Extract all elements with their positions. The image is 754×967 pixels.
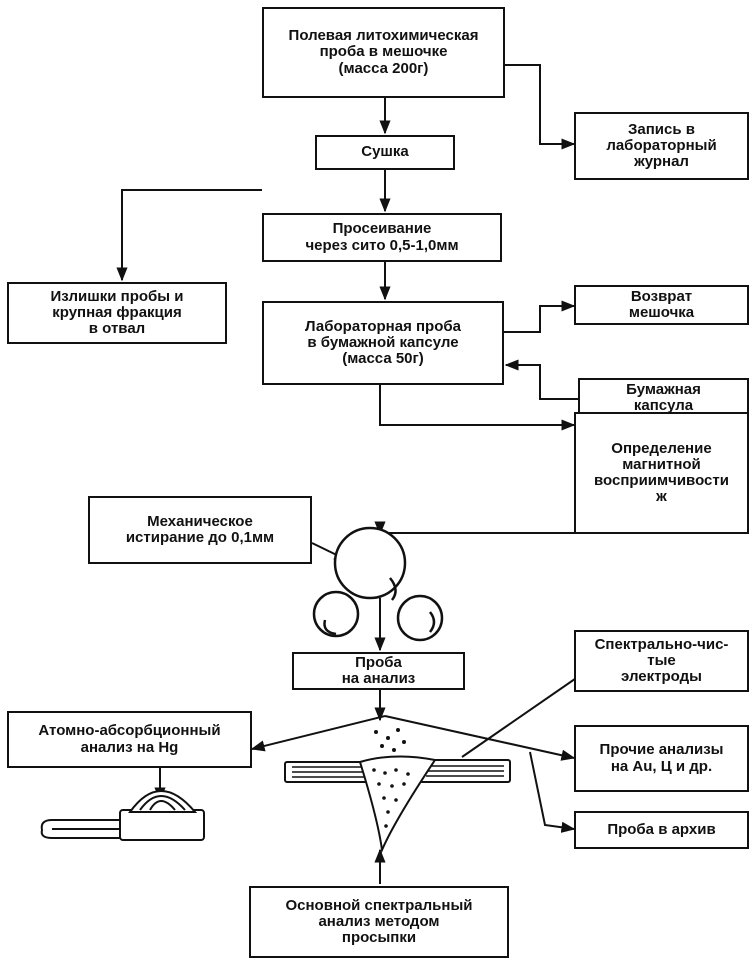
analysis-sample-box: Проба на анализ xyxy=(292,652,465,690)
other-analyses-box: Прочие анализы на Au, Ц и др. xyxy=(574,725,749,792)
grinding-box: Механическое истирание до 0,1мм xyxy=(88,496,312,564)
lab-journal-box: Запись в лабораторный журнал xyxy=(574,112,749,180)
drying-box: Сушка xyxy=(315,135,455,170)
spectral-analysis-box: Основной спектральный анализ методом про… xyxy=(249,886,509,958)
field-sample-box: Полевая литохимическая проба в мешочке (… xyxy=(262,7,505,98)
grinder-rolls xyxy=(312,526,444,642)
sieving-box: Просеивание через сито 0,5-1,0мм xyxy=(262,213,502,262)
archive-box: Проба в архив xyxy=(574,811,749,849)
excess-box: Излишки пробы и крупная фракция в отвал xyxy=(7,282,227,344)
electrodes-box: Спектрально-чис- тые электроды xyxy=(574,630,749,692)
return-bag-box: Возврат мешочка xyxy=(574,285,749,325)
atomic-absorption-box: Атомно-абсорбционный анализ на Hg xyxy=(7,711,252,768)
spectral-electrodes xyxy=(284,728,511,854)
atomic-absorption-device xyxy=(40,790,205,841)
magnetic-susceptibility-box: Определение магнитной восприимчивости ж xyxy=(574,412,749,534)
lab-sample-box: Лабораторная проба в бумажной капсуле (м… xyxy=(262,301,504,385)
